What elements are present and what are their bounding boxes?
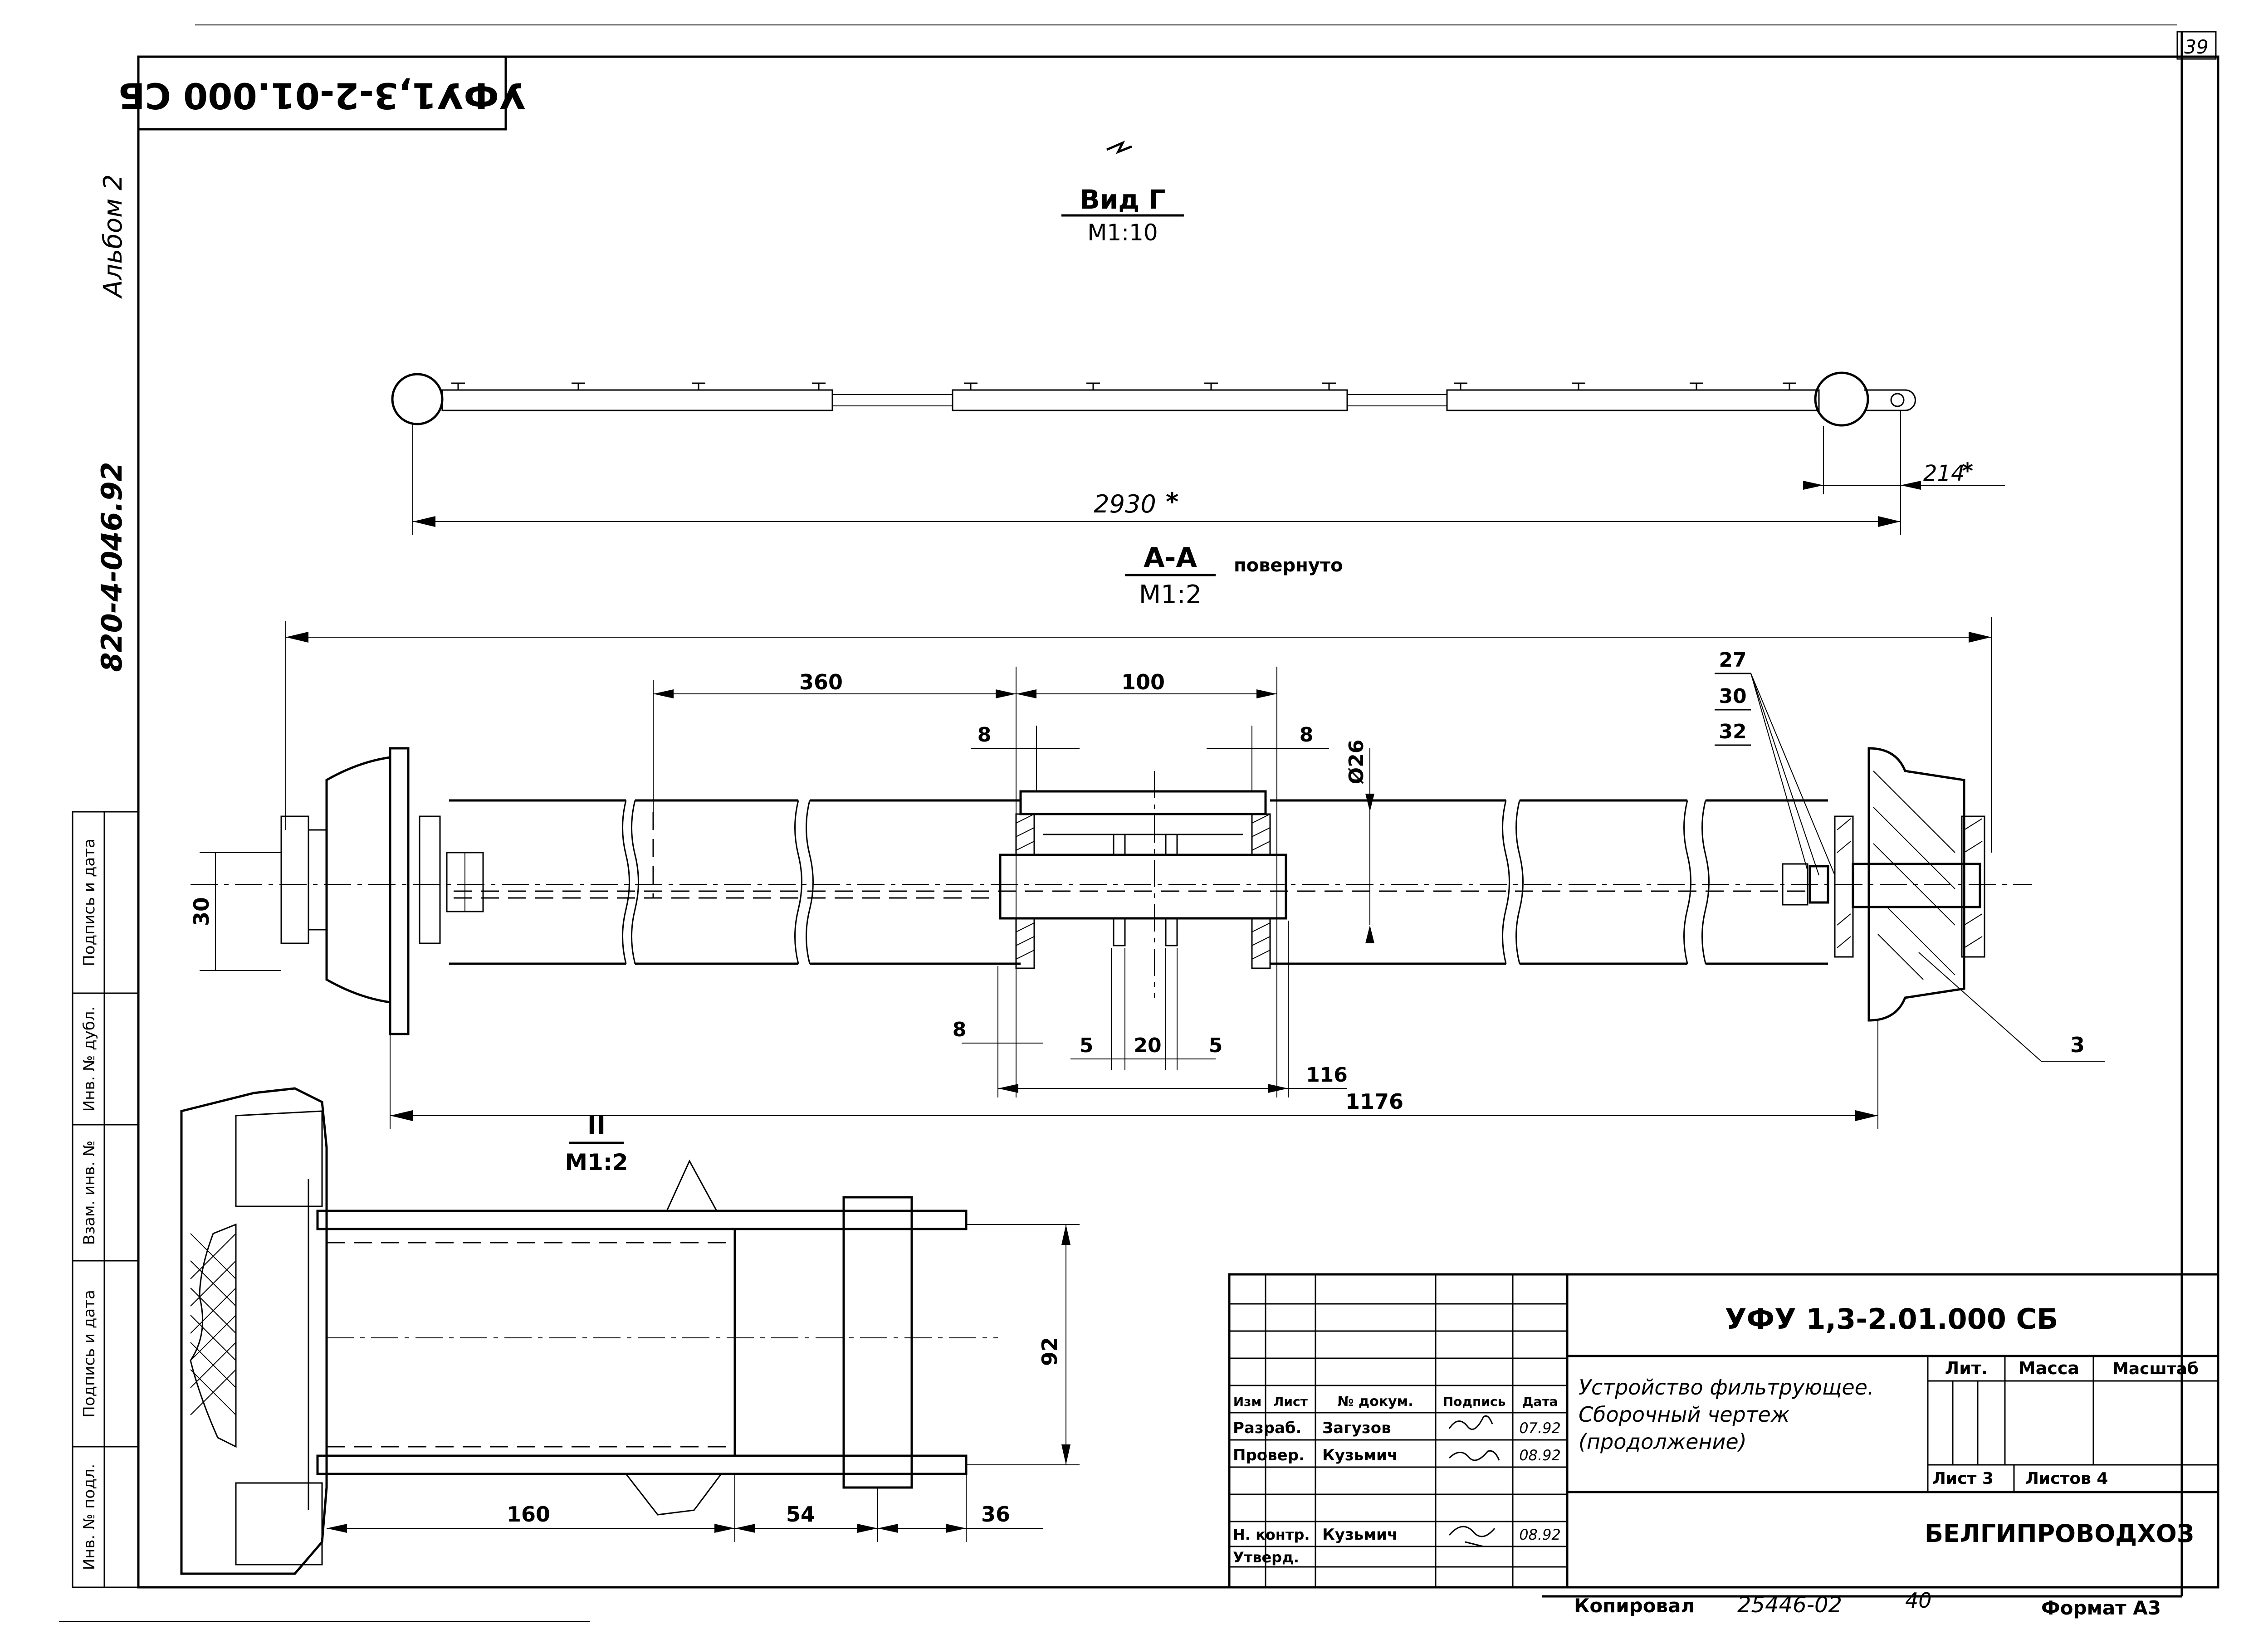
view-ii-scale: М1:2 <box>565 1149 628 1176</box>
top-stamp: УФУ1,3-2-01.000 СБ <box>118 55 526 131</box>
row-name-1: Загузов <box>1322 1419 1391 1437</box>
name-line-1: Устройство фильтрующее. <box>1579 1375 1874 1400</box>
view-g-title: Вид Г <box>1080 184 1166 215</box>
copied-page: 40 <box>1905 1588 1932 1613</box>
series-label: 820-4-046.92 <box>95 462 128 672</box>
row-name-3: Кузьмич <box>1322 1526 1398 1544</box>
title-block: УФУ 1,3-2.01.000 СБ Устройство фильтрующ… <box>1228 1273 2219 1589</box>
side-cell-5: Подпись и дата <box>80 839 98 966</box>
dim-54: 54 <box>786 1502 815 1527</box>
row-name-2: Кузьмич <box>1322 1446 1398 1464</box>
callout-3: 3 <box>2070 1033 2085 1057</box>
dim-8-bottom: 8 <box>953 1018 967 1041</box>
callout-32: 32 <box>1719 720 1746 743</box>
dim-116: 116 <box>1306 1063 1348 1087</box>
row-date-3: 08.92 <box>1519 1526 1561 1543</box>
row-role-2: Провер. <box>1233 1446 1305 1464</box>
hdr-doc: № докум. <box>1337 1394 1413 1410</box>
side-stamp: Инв. № подл. Подпись и дата Взам. инв. №… <box>72 811 139 1588</box>
dim-20: 20 <box>1134 1034 1161 1057</box>
dim-92: 92 <box>1037 1337 1062 1366</box>
view-g-dim-total-mark: * <box>1166 488 1178 516</box>
view-g-scale: М1:10 <box>1087 219 1158 246</box>
row-role-1: Разраб. <box>1233 1419 1302 1437</box>
view-g-dim-total: 2930 <box>1094 490 1156 518</box>
side-cell-3: Взам. инв. № <box>80 1141 98 1245</box>
dim-8-top-right: 8 <box>1300 723 1314 746</box>
mass-label: Масса <box>2019 1358 2079 1378</box>
section-aa-note: повернуто <box>1234 555 1343 576</box>
signature-scribbles <box>1448 1415 1500 1547</box>
side-cell-2: Подпись и дата <box>80 1290 98 1418</box>
dim-360: 360 <box>799 670 843 694</box>
side-cell-1: Инв. № подл. <box>80 1464 98 1571</box>
dim-30: 30 <box>189 897 214 926</box>
view-g: Вид Г М1:10 <box>391 141 2005 535</box>
callout-27: 27 <box>1719 649 1746 672</box>
sheet-frame: 39 <box>59 24 2219 1622</box>
dim-160: 160 <box>507 1502 550 1527</box>
sheets-label: Листов 4 <box>2025 1469 2108 1488</box>
dim-100: 100 <box>1121 670 1165 694</box>
view-g-dim-end-mark: * <box>1962 458 1973 484</box>
view-ii-title: II <box>587 1111 606 1140</box>
callout-stack: 27 30 32 <box>1715 649 1835 876</box>
callout-30: 30 <box>1719 685 1746 708</box>
dim-1176: 1176 <box>1345 1089 1403 1114</box>
scale-label: Масштаб <box>2112 1360 2199 1378</box>
section-aa-scale: М1:2 <box>1139 580 1202 610</box>
album-label: Альбом 2 <box>98 174 128 299</box>
format-label: Формат А3 <box>2041 1597 2161 1619</box>
copied-label: Копировал <box>1574 1595 1695 1617</box>
lit-label: Лит. <box>1945 1358 1988 1378</box>
sheet-label: Лист 3 <box>1932 1469 1994 1488</box>
top-stamp-text: УФУ1,3-2-01.000 СБ <box>118 75 526 116</box>
row-date-1: 07.92 <box>1519 1419 1561 1437</box>
hdr-sign: Подпись <box>1443 1394 1506 1409</box>
hdr-izm: Изм <box>1233 1394 1262 1409</box>
side-cell-4: Инв. № дубл. <box>80 1006 98 1112</box>
copied-number: 25446-02 <box>1737 1592 1842 1618</box>
hdr-list: Лист <box>1273 1394 1308 1409</box>
hdr-date: Дата <box>1522 1394 1558 1409</box>
row-role-4: Утверд. <box>1233 1549 1299 1566</box>
organization: БЕЛГИПРОВОДХОЗ <box>1925 1519 2194 1548</box>
dim-dia26: Ø26 <box>1345 740 1368 785</box>
view-ii: II М1:2 92 <box>180 1087 1080 1575</box>
name-line-3: (продолжение) <box>1579 1429 1747 1454</box>
row-role-3: Н. контр. <box>1233 1526 1310 1543</box>
section-aa-title: А-А <box>1144 542 1197 574</box>
footer: Копировал 25446-02 40 Формат А3 <box>1574 1588 2161 1619</box>
dim-36: 36 <box>981 1502 1010 1527</box>
dim-5-right: 5 <box>1209 1034 1223 1057</box>
page-number: 39 <box>2184 36 2208 58</box>
dim-5-left: 5 <box>1080 1034 1094 1057</box>
view-g-dim-end: 214 <box>1923 461 1965 486</box>
designation: УФУ 1,3-2.01.000 СБ <box>1725 1302 2058 1336</box>
row-date-2: 08.92 <box>1519 1447 1561 1464</box>
section-aa: А-А М1:2 повернуто <box>189 542 2105 1129</box>
name-line-2: Сборочный чертеж <box>1579 1402 1790 1427</box>
dim-8-top-left: 8 <box>978 723 992 746</box>
